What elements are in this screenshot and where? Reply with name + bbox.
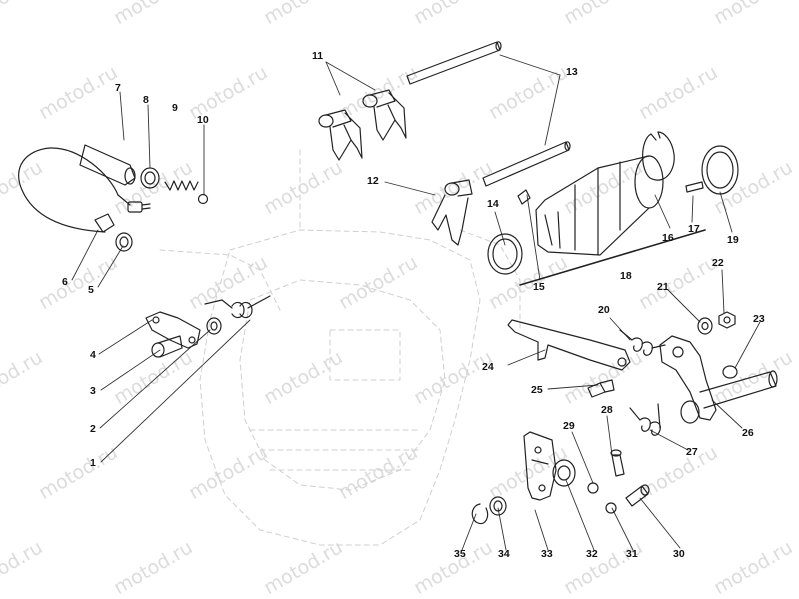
callout-26: 26 bbox=[742, 427, 754, 439]
washer-2 bbox=[206, 317, 222, 335]
callout-2: 2 bbox=[90, 423, 96, 435]
callout-7: 7 bbox=[115, 82, 121, 94]
plate-4 bbox=[145, 311, 201, 349]
callout-25: 25 bbox=[531, 384, 543, 396]
leader-lines bbox=[71, 54, 761, 551]
callout-17: 17 bbox=[688, 223, 700, 235]
bolt-25 bbox=[587, 379, 615, 398]
callout-27: 27 bbox=[686, 446, 698, 458]
shift-fork-12 bbox=[431, 179, 473, 246]
shift-fork-right bbox=[362, 89, 407, 141]
ring-14 bbox=[487, 233, 523, 275]
callout-1: 1 bbox=[90, 457, 96, 469]
callout-8: 8 bbox=[143, 94, 149, 106]
shift-rail-upper bbox=[406, 41, 502, 85]
spring-27 bbox=[629, 403, 661, 436]
bracket-18 bbox=[519, 229, 706, 286]
callout-3: 3 bbox=[90, 385, 96, 397]
callout-14: 14 bbox=[487, 198, 499, 210]
callout-35: 35 bbox=[454, 548, 466, 560]
bolt-3 bbox=[151, 335, 183, 358]
ring-19 bbox=[701, 145, 739, 195]
washer-21 bbox=[697, 317, 713, 335]
bolt-30 bbox=[625, 484, 650, 507]
callout-30: 30 bbox=[673, 548, 685, 560]
washer-31 bbox=[605, 502, 617, 514]
spring-20 bbox=[619, 329, 666, 356]
callout-4: 4 bbox=[90, 349, 96, 361]
spring-1 bbox=[204, 295, 271, 319]
callout-19: 19 bbox=[727, 234, 739, 246]
nut-22 bbox=[718, 311, 736, 329]
callout-22: 22 bbox=[712, 257, 724, 269]
switch-body bbox=[79, 144, 136, 233]
callout-20: 20 bbox=[598, 304, 610, 316]
washer-8 bbox=[140, 167, 160, 189]
circlip-35 bbox=[471, 503, 489, 525]
callout-15: 15 bbox=[533, 281, 545, 293]
callout-16: 16 bbox=[662, 232, 674, 244]
callout-6: 6 bbox=[62, 276, 68, 288]
callout-23: 23 bbox=[753, 313, 765, 325]
callout-21: 21 bbox=[657, 281, 669, 293]
callout-32: 32 bbox=[586, 548, 598, 560]
callout-11: 11 bbox=[312, 50, 324, 62]
washer-29 bbox=[587, 482, 599, 494]
callout-31: 31 bbox=[626, 548, 638, 560]
ball-10 bbox=[197, 193, 209, 205]
callout-9: 9 bbox=[172, 102, 178, 114]
circlip-16 bbox=[642, 131, 675, 181]
selector-shaft-26 bbox=[659, 335, 778, 424]
callout-29: 29 bbox=[563, 420, 575, 432]
shift-rail-lower bbox=[482, 141, 571, 187]
bolt-28 bbox=[610, 449, 625, 477]
callout-28: 28 bbox=[601, 404, 613, 416]
shift-fork-left bbox=[318, 109, 363, 161]
shift-drum bbox=[535, 155, 664, 256]
callout-34: 34 bbox=[498, 548, 510, 560]
switch-wire bbox=[18, 147, 151, 233]
washer-34 bbox=[489, 496, 507, 516]
lever-24 bbox=[507, 319, 631, 371]
engine-block-background bbox=[159, 149, 521, 546]
spring-9 bbox=[164, 180, 199, 191]
callout-24: 24 bbox=[482, 361, 494, 373]
callout-13: 13 bbox=[566, 66, 578, 78]
plate-33 bbox=[523, 431, 557, 501]
callout-18: 18 bbox=[620, 270, 632, 282]
callout-5: 5 bbox=[88, 284, 94, 296]
callout-33: 33 bbox=[541, 548, 553, 560]
washer-23 bbox=[722, 365, 738, 379]
dowel-17 bbox=[685, 181, 704, 193]
callout-12: 12 bbox=[367, 175, 379, 187]
callout-10: 10 bbox=[197, 114, 209, 126]
washer-5 bbox=[115, 232, 133, 252]
pin-15 bbox=[517, 189, 531, 205]
collar-32 bbox=[552, 459, 576, 487]
